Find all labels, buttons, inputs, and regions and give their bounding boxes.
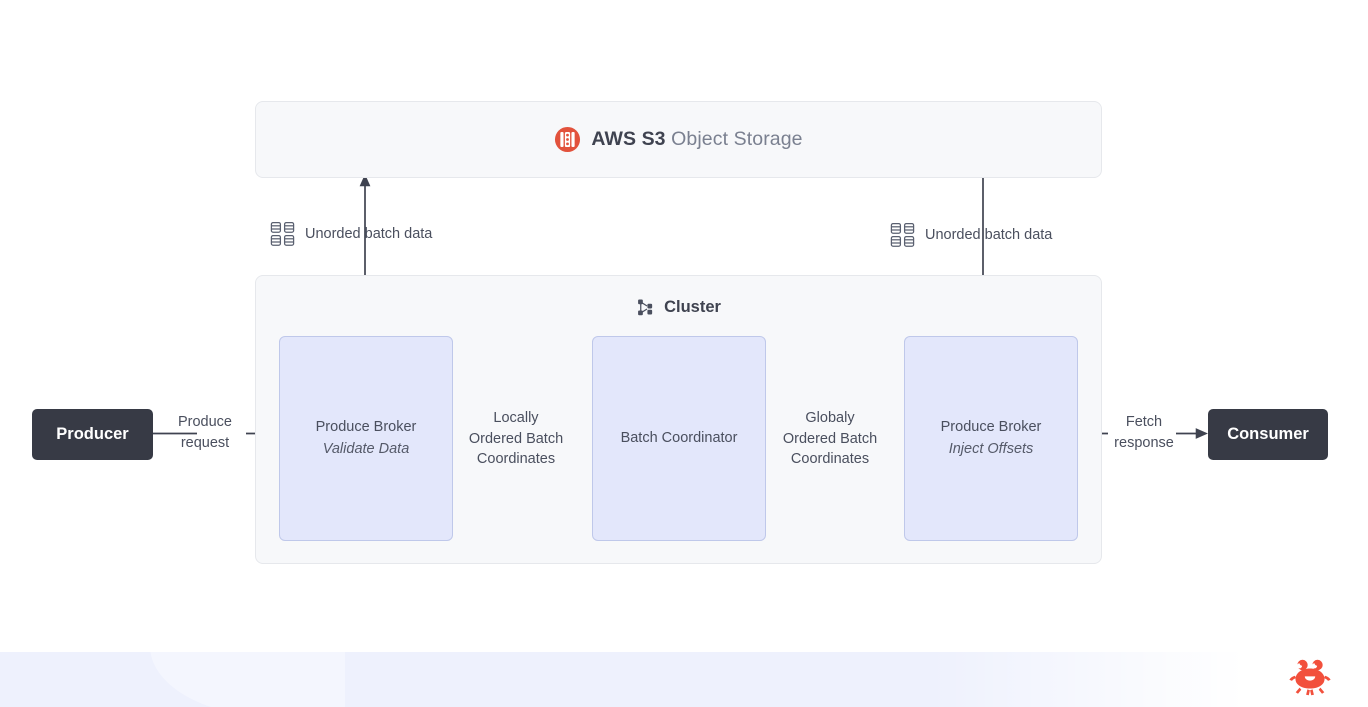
aws-s3-panel: AWS S3 Object Storage	[255, 101, 1102, 178]
cluster-nodes-icon	[638, 299, 653, 316]
node-produce-broker-validate[interactable]: Produce Broker Validate Data	[279, 336, 453, 541]
edge-label-globaly-ordered: Globaly Ordered Batch Coordinates	[782, 410, 878, 468]
node-consumer[interactable]: Consumer	[1208, 409, 1328, 460]
node-title: Produce Broker	[940, 419, 1042, 436]
database-grid-icon	[270, 221, 295, 246]
node-subtitle: Validate Data	[322, 440, 410, 457]
node-title: Batch Coordinator	[620, 429, 738, 446]
aws-s3-icon	[555, 126, 581, 153]
storage-flow-right: Unorded batch data	[890, 222, 1052, 248]
node-subtitle: Inject Offsets	[948, 440, 1034, 457]
footer-band	[0, 652, 1368, 707]
footer-fade	[928, 652, 1368, 707]
storage-flow-right-label: Unorded batch data	[925, 227, 1053, 243]
node-batch-coordinator[interactable]: Batch Coordinator	[592, 336, 766, 541]
aws-s3-title: AWS S3 Object Storage	[591, 128, 802, 151]
storage-flow-left-label: Unorded batch data	[305, 226, 433, 242]
node-produce-broker-inject[interactable]: Produce Broker Inject Offsets	[904, 336, 1078, 541]
node-title: Produce Broker	[315, 419, 417, 436]
cluster-title: Cluster	[664, 298, 721, 316]
node-producer[interactable]: Producer	[32, 409, 153, 460]
aws-s3-brand: AWS S3	[591, 128, 666, 150]
cluster-header: Cluster	[256, 298, 1101, 317]
node-producer-label: Producer	[56, 424, 129, 443]
footer-decoration	[150, 652, 345, 707]
database-grid-icon	[890, 222, 915, 247]
aws-s3-suffix: Object Storage	[665, 128, 803, 150]
crab-logo	[1289, 659, 1331, 696]
edge-label-produce-request: Produce request	[177, 414, 232, 451]
edge-label-locally-ordered: Locally Ordered Batch Coordinates	[468, 410, 564, 468]
storage-flow-left: Unorded batch data	[270, 221, 432, 247]
node-consumer-label: Consumer	[1227, 424, 1309, 443]
edge-label-fetch-response: Fetch response	[1114, 414, 1174, 451]
